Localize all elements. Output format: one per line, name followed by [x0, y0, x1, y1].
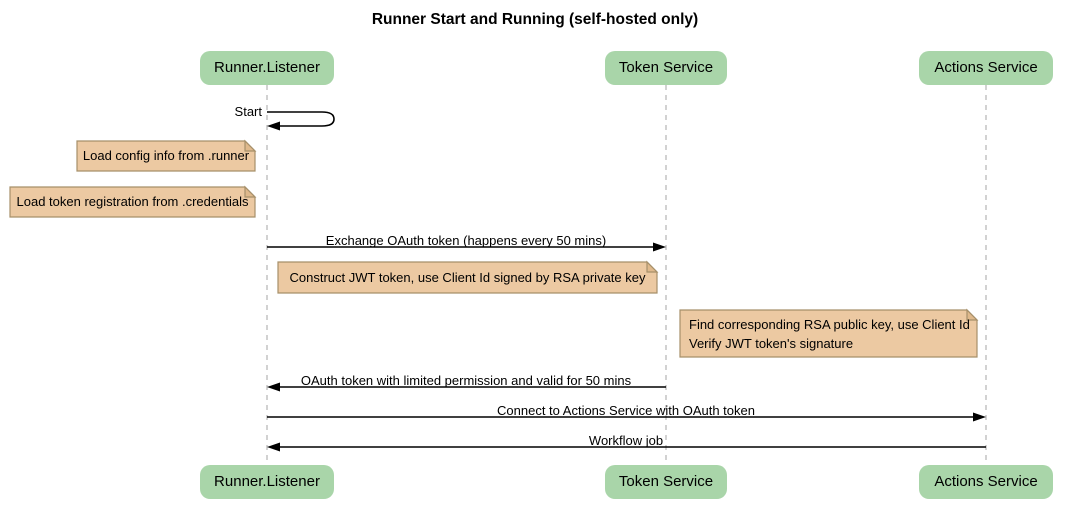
- arrowhead-workflow: [267, 442, 280, 452]
- message-label-start: Start: [234, 104, 262, 119]
- note-fold-config: [244, 139, 257, 152]
- participant-label: Actions Service: [934, 473, 1038, 490]
- participant-actions-service-top: Actions Service: [919, 51, 1053, 85]
- arrowhead-connect: [973, 412, 986, 422]
- arrowhead-exchange: [653, 242, 666, 252]
- message-label-connect: Connect to Actions Service with OAuth to…: [497, 403, 755, 418]
- note-config: Load config info from .runner: [82, 148, 250, 163]
- note-fold-verify: [966, 308, 979, 321]
- participant-runner-listener-bottom: Runner.Listener: [200, 465, 334, 499]
- participant-label: Runner.Listener: [214, 473, 320, 490]
- participant-label: Runner.Listener: [214, 59, 320, 76]
- participant-label: Actions Service: [934, 59, 1038, 76]
- note-verify: Find corresponding RSA public key, use C…: [680, 310, 977, 357]
- participant-token-service-top: Token Service: [605, 51, 727, 85]
- note-verify-line2: Verify JWT token's signature: [689, 336, 854, 351]
- note-verify-line1: Find corresponding RSA public key, use C…: [689, 317, 970, 332]
- note-shape-verify: [679, 309, 978, 358]
- diagram-title: Runner Start and Running (self-hosted on…: [371, 11, 699, 28]
- participant-actions-service-bottom: Actions Service: [919, 465, 1053, 499]
- participant-label: Token Service: [618, 59, 714, 76]
- note-shape-config: [76, 140, 256, 172]
- note-shape-credentials: [9, 186, 256, 218]
- participant-label: Token Service: [618, 473, 714, 490]
- note-credentials: Load token registration from .credential…: [16, 194, 249, 209]
- message-label-exchange: Exchange OAuth token (happens every 50 m…: [325, 233, 607, 248]
- participant-runner-listener-top: Runner.Listener: [200, 51, 334, 85]
- arrowhead-oauth-back: [267, 382, 280, 392]
- message-label-workflow: Workflow job: [588, 433, 664, 448]
- message-line-start-self-loop: [267, 111, 335, 127]
- message-label-oauth-back: OAuth token with limited permission and …: [300, 373, 632, 388]
- note-fold-jwt: [646, 260, 659, 273]
- participant-token-service-bottom: Token Service: [605, 465, 727, 499]
- note-jwt: Construct JWT token, use Client Id signe…: [289, 270, 646, 285]
- note-fold-credentials: [244, 185, 257, 198]
- arrowhead-start: [267, 121, 280, 131]
- note-shape-jwt: [277, 261, 658, 294]
